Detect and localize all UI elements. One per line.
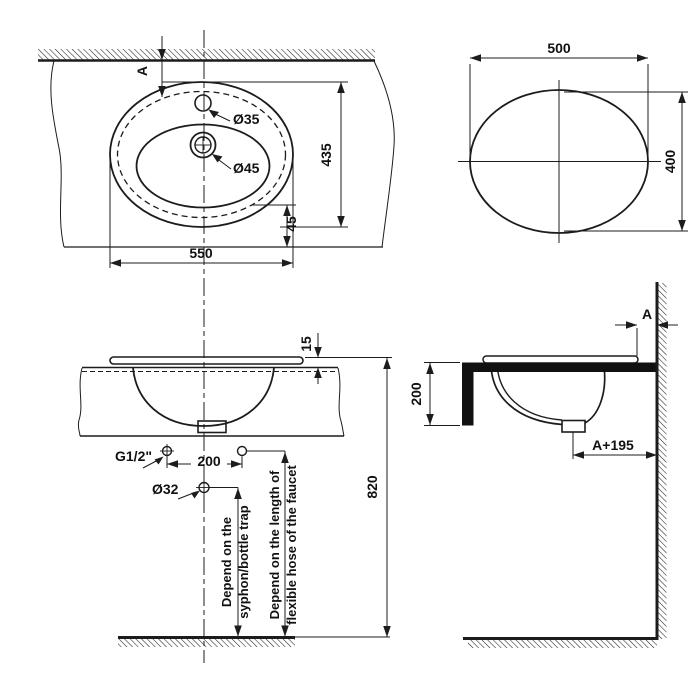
dim-supply-spacing-label: 200	[197, 453, 221, 469]
front-view	[77, 356, 390, 647]
arrowhead	[646, 451, 657, 459]
arrowhead	[626, 321, 637, 329]
cutout-view	[458, 80, 661, 243]
dim-waste-dia-label: Ø32	[152, 481, 179, 497]
dim-drain-to-wall-label: A+195	[592, 437, 634, 453]
counter-apron-section	[462, 362, 657, 426]
floor-hatch-side	[468, 640, 657, 648]
arrowhead	[426, 414, 434, 425]
wall-hatch-side	[658, 283, 667, 639]
arrowhead	[158, 86, 166, 97]
arrowhead	[470, 54, 481, 62]
side-view-dimensions: A 200 A+195	[408, 306, 678, 459]
arrowhead	[191, 490, 200, 499]
note-hose-line1: Depend on the length of	[267, 470, 282, 619]
arrowhead	[383, 358, 391, 369]
front-break-left	[77, 367, 83, 437]
side-view	[462, 282, 667, 648]
arrowhead	[154, 456, 164, 465]
arrowhead	[337, 216, 345, 227]
arrowhead	[167, 460, 178, 468]
dim-counter-depth-label: 200	[408, 382, 424, 406]
arrowhead	[573, 451, 584, 459]
drain-stub	[197, 420, 227, 434]
note-hose-line2: flexible hose of the faucet	[284, 465, 299, 625]
arrowhead	[383, 626, 391, 637]
counter-break-left	[50, 60, 65, 248]
arrowhead	[110, 259, 121, 267]
arrowhead	[158, 49, 166, 60]
basin-bowl-ellipse	[135, 123, 271, 209]
arrowhead	[281, 452, 289, 463]
dim-drain-dia-label: Ø45	[233, 160, 260, 176]
arrowhead	[208, 109, 219, 118]
basin-rim-front	[109, 356, 304, 365]
arrowhead	[231, 460, 242, 468]
cutout-hidden-ellipse	[116, 90, 287, 219]
dim-basin-width-label: 550	[189, 245, 213, 261]
dim-faucet-dia-label: Ø35	[233, 111, 260, 127]
dim-cutout-width-label: 500	[547, 40, 571, 56]
dim-basin-depth-label: 435	[318, 143, 334, 167]
arrowhead	[678, 220, 686, 231]
front-break-right	[337, 367, 345, 437]
arrowhead	[234, 625, 242, 637]
note-syphon-line1: Depend on the	[219, 517, 234, 607]
arrowhead	[657, 321, 668, 329]
arrowhead	[678, 92, 686, 103]
arrowhead	[337, 82, 345, 93]
bowl-outer-curve	[490, 362, 563, 426]
dim-height-to-floor-label: 820	[364, 475, 380, 499]
floor-hatch	[118, 639, 295, 647]
front-view-dimensions: 15 820 G1/2" 200 Ø32 Depend on the sypho…	[115, 333, 392, 637]
dim-front-offset-label: 45	[283, 216, 299, 232]
cutout-dimensions: 500 400	[469, 40, 688, 232]
arrowhead	[283, 205, 291, 216]
arrowhead	[282, 259, 293, 267]
arrowhead	[314, 367, 322, 378]
drain-hole-outer	[189, 131, 217, 159]
top-view-dimensions: A 435 45 550 Ø35 Ø45	[109, 36, 348, 268]
arrowhead	[637, 54, 648, 62]
arrowhead	[314, 347, 322, 358]
note-syphon-line2: syphon/bottle trap	[236, 505, 251, 618]
dim-supply-thread-label: G1/2"	[115, 448, 152, 464]
arrowhead	[281, 625, 289, 637]
arrowhead	[234, 488, 242, 499]
wall-hatch-band	[38, 49, 375, 60]
dim-wall-offset-side-label: A	[642, 306, 652, 322]
dim-wall-offset-label: A	[134, 66, 150, 76]
bowl-right-curve	[584, 371, 606, 424]
bowl-inner-curve	[496, 362, 563, 421]
dim-cutout-height-label: 400	[662, 150, 678, 174]
faucet-hole	[194, 94, 212, 112]
dim-rim-height-label: 15	[298, 336, 314, 352]
arrowhead	[212, 154, 223, 163]
counter-break-right	[373, 60, 395, 248]
arrowhead	[283, 236, 291, 247]
arrowhead	[426, 363, 434, 374]
